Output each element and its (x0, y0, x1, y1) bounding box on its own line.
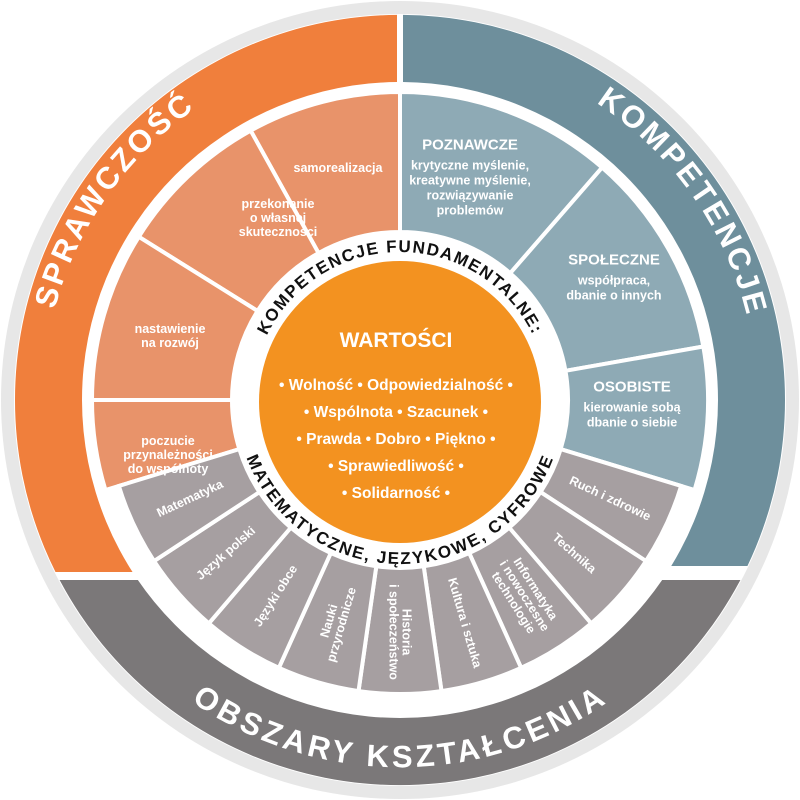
sprawczosc-segment-label: samorealizacja (294, 161, 384, 175)
kompetencje-segment (558, 344, 710, 493)
segment-label-line: rozwiązywanie (427, 189, 514, 203)
segment-label-line: nastawienie (135, 322, 206, 336)
band-sprawczosc (15, 15, 397, 572)
value-line: • Prawda • Dobro • Piękno • (296, 431, 495, 448)
value-line: • Sprawiedliwość • (328, 458, 464, 475)
segment-heading: OSOBISTE (593, 379, 671, 396)
segment-label-line: poczucie (141, 434, 195, 448)
segment-label-line: samorealizacja (294, 161, 384, 175)
value-line: • Solidarność • (342, 485, 450, 502)
segment-heading: SPOŁECZNE (568, 252, 660, 269)
segment-label-line: przekonanie (242, 197, 315, 211)
band-kompetencje (403, 15, 785, 566)
sprawczosc-segment (136, 127, 322, 314)
kompetencje-segment-label: POZNAWCZE krytyczne myślenie,kreatywne my… (409, 137, 531, 218)
sprawczosc-segment (89, 234, 261, 402)
segment-label-line: Historia (400, 609, 414, 657)
segment-label-line: o własnej (250, 211, 306, 225)
sprawczosc-segment (89, 398, 242, 493)
segment-label-line: przynależności (123, 448, 213, 462)
segment-label-line: skuteczności (239, 225, 318, 239)
kompetencje-segment-label: SPOŁECZNE współpraca,dbanie o innych (566, 252, 661, 303)
value-line: • Wspólnota • Szacunek • (304, 404, 488, 421)
segment-label-line: do wspólnoty (128, 462, 209, 476)
segment-label-line: krytyczne myślenie, (411, 159, 529, 173)
values-title: WARTOŚCI (340, 328, 453, 352)
segment-label-line: na rozwój (141, 336, 199, 350)
segment-label-line: problemów (437, 204, 504, 218)
segment-label-line: kierowanie sobą (583, 401, 681, 415)
segment-label-line: dbanie o siebie (587, 416, 677, 430)
segment-heading: POZNAWCZE (422, 137, 518, 154)
segment-label-line: współpraca, (577, 274, 650, 288)
values-circle (259, 261, 541, 543)
subject-segment (116, 446, 263, 564)
segment-label-line: dbanie o innych (566, 289, 661, 303)
value-line: • Wolność • Odpowiedzialność • (279, 377, 513, 394)
band-obszary (59, 580, 741, 785)
segment-label-line: i społeczeństwo (387, 584, 401, 680)
segment-label-line: kreatywne myślenie, (409, 174, 531, 188)
